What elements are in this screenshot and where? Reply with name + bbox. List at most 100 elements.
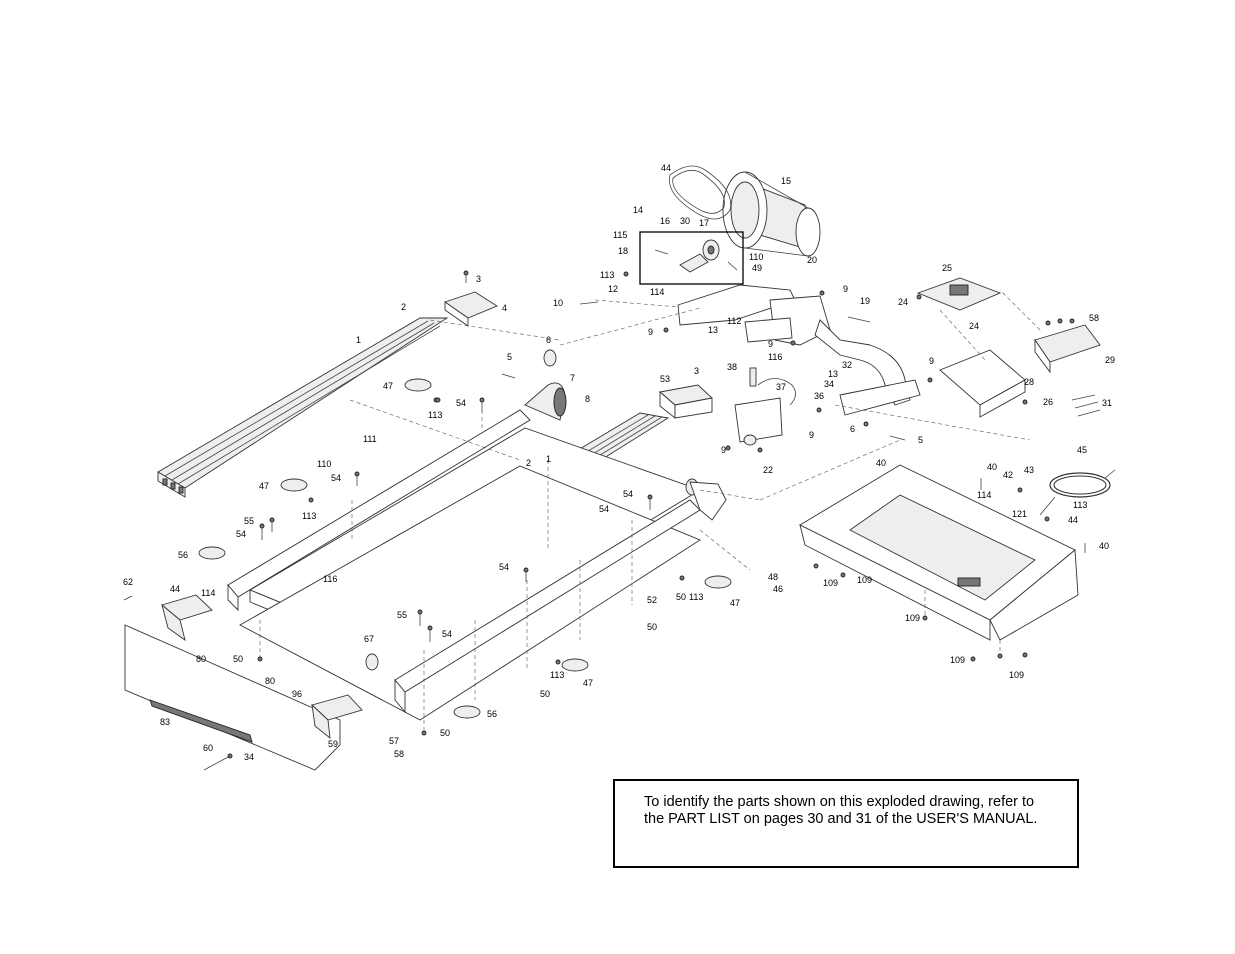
callout-83-c: 109 bbox=[905, 613, 920, 623]
callout-29: 29 bbox=[1105, 355, 1115, 365]
callout-49-e: 50 bbox=[440, 728, 450, 738]
callout-47-b: 47 bbox=[259, 481, 269, 491]
reference-note: To identify the parts shown on this expl… bbox=[613, 779, 1079, 868]
callout-47-c: 47 bbox=[730, 598, 740, 608]
upright-bracket bbox=[1034, 324, 1101, 374]
callout-53-f: 54 bbox=[442, 629, 452, 639]
callout-labels: 44 15 14 16 30 17 115 18 110 49 20 25 3 … bbox=[123, 163, 1115, 762]
callout-7: 7 bbox=[570, 373, 575, 383]
front-roller bbox=[365, 478, 727, 671]
callout-49-c: 50 bbox=[233, 654, 243, 664]
callout-83-a: 109 bbox=[823, 578, 838, 588]
callout-35: 36 bbox=[814, 391, 824, 401]
callout-55-b: 56 bbox=[487, 709, 497, 719]
callout-9-f: 9 bbox=[721, 445, 726, 455]
callout-20: 18 bbox=[618, 246, 628, 256]
callout-32: 32 bbox=[842, 360, 852, 370]
callout-6-b: 6 bbox=[850, 424, 855, 434]
callout-25-a: 24 bbox=[898, 297, 908, 307]
callout-53-c: 54 bbox=[623, 489, 633, 499]
callout-101: 112 bbox=[727, 316, 741, 326]
callout-25-b: 24 bbox=[969, 321, 979, 331]
callout-115: 114 bbox=[650, 287, 664, 297]
callout-49-b: 50 bbox=[647, 622, 657, 632]
callout-30: 28 bbox=[1024, 377, 1034, 387]
callout-34-a: 34 bbox=[824, 379, 834, 389]
callout-83-b: 109 bbox=[857, 575, 872, 585]
callout-100-e: 113 bbox=[550, 670, 564, 680]
callout-3-top: 3 bbox=[476, 274, 481, 284]
callout-50: 52 bbox=[647, 595, 657, 605]
callout-34-b: 34 bbox=[244, 752, 254, 762]
callout-54-b: 55 bbox=[397, 610, 407, 620]
callout-12: 12 bbox=[608, 284, 618, 294]
incline-motor bbox=[734, 367, 796, 446]
callout-5-b: 5 bbox=[918, 435, 923, 445]
callout-6-a: 6 bbox=[546, 335, 551, 345]
callout-28: 30 bbox=[680, 216, 690, 226]
callout-39-b: 40 bbox=[1099, 541, 1109, 551]
callout-47-d: 47 bbox=[583, 678, 593, 688]
rear-roller bbox=[524, 349, 567, 421]
callout-54-a: 55 bbox=[244, 516, 254, 526]
callout-55-a: 56 bbox=[178, 550, 188, 560]
callout-46: 48 bbox=[768, 572, 778, 582]
callout-2-left: 2 bbox=[401, 302, 406, 312]
callout-109: 113 bbox=[1073, 500, 1087, 510]
walking-deck bbox=[239, 427, 702, 721]
wire-harness bbox=[1039, 394, 1116, 516]
callout-114: 116 bbox=[323, 574, 337, 584]
callout-9-a: 9 bbox=[843, 284, 848, 294]
callout-67-a: 80 bbox=[196, 654, 206, 664]
upright-frame bbox=[677, 284, 921, 416]
callout-51: 53 bbox=[660, 374, 670, 384]
callout-26: 25 bbox=[942, 263, 952, 273]
callout-14: 13 bbox=[828, 369, 838, 379]
callout-37: 38 bbox=[727, 362, 737, 372]
callout-60: 83 bbox=[160, 717, 170, 727]
callout-111: 110 bbox=[317, 459, 331, 469]
callout-67-b: 80 bbox=[265, 676, 275, 686]
callout-56-b: 57 bbox=[389, 736, 399, 746]
callout-43: 44 bbox=[1068, 515, 1078, 525]
callout-38: 40 bbox=[876, 458, 886, 468]
fasteners bbox=[123, 270, 1086, 771]
callout-116: 115 bbox=[613, 230, 627, 240]
callout-40: 42 bbox=[1003, 470, 1013, 480]
callout-121: 121 bbox=[1012, 509, 1027, 519]
callout-49-d: 50 bbox=[540, 689, 550, 699]
callout-22: 20 bbox=[807, 255, 817, 265]
callout-1-center: 1 bbox=[546, 454, 551, 464]
callout-58: 59 bbox=[328, 739, 338, 749]
callout-5-a: 5 bbox=[507, 352, 512, 362]
callout-62: 67 bbox=[364, 634, 374, 644]
callout-31: 31 bbox=[1102, 398, 1112, 408]
callout-3-mid: 3 bbox=[694, 366, 699, 376]
callout-21: 19 bbox=[860, 296, 870, 306]
callout-13: 13 bbox=[708, 325, 718, 335]
callout-19: 17 bbox=[699, 218, 709, 228]
callout-27: 26 bbox=[1043, 397, 1053, 407]
callout-9-c: 9 bbox=[768, 339, 773, 349]
callout-80: 110 bbox=[749, 252, 763, 262]
drive-belt bbox=[668, 165, 732, 220]
front-leg-assembly bbox=[124, 594, 363, 771]
callout-53-a: 54 bbox=[456, 398, 466, 408]
belt-guard bbox=[444, 291, 713, 419]
callout-120: 116 bbox=[768, 352, 782, 362]
reference-note-text: To identify the parts shown on this expl… bbox=[644, 794, 1038, 827]
callout-53-d: 54 bbox=[236, 529, 246, 539]
detail-inset-box bbox=[639, 231, 744, 285]
callout-2-center: 2 bbox=[526, 458, 531, 468]
callout-9-b: 9 bbox=[648, 327, 653, 337]
callout-100-a: 113 bbox=[600, 270, 614, 280]
callout-112: 111 bbox=[363, 434, 377, 444]
callout-113: 114 bbox=[977, 490, 991, 500]
rubber-feet bbox=[198, 378, 732, 719]
callout-83-d: 109 bbox=[950, 655, 965, 665]
callout-45: 46 bbox=[773, 584, 783, 594]
callout-10: 10 bbox=[553, 298, 563, 308]
controller-board bbox=[916, 277, 1002, 311]
callout-16: 15 bbox=[781, 176, 791, 186]
